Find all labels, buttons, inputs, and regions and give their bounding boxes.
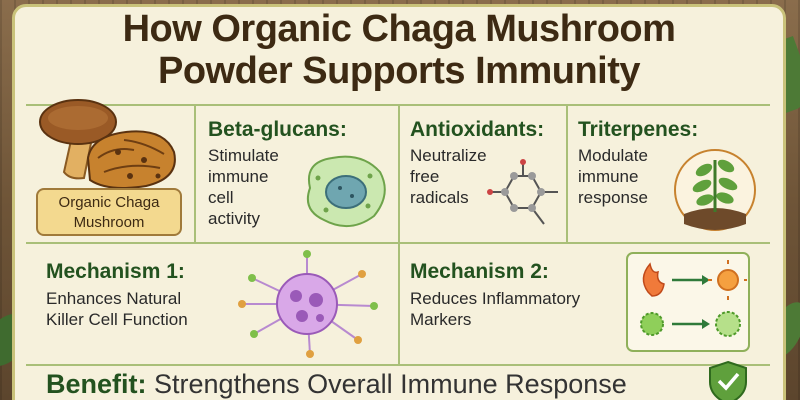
chaga-label: Organic Chaga Mushroom: [36, 188, 182, 236]
antioxidants-line: Neutralize: [410, 146, 487, 165]
killer-cell-icon: [238, 250, 378, 358]
divider-v-1: [194, 104, 196, 242]
beta-glucans-line: Stimulate: [208, 146, 279, 165]
mushroom-icon: [39, 99, 176, 189]
chaga-label-line-2: Mushroom: [73, 214, 145, 231]
triterpenes-heading: Triterpenes:: [578, 118, 699, 141]
mechanism-1-line: Enhances Natural: [46, 289, 182, 308]
beta-glucans-line: activity: [208, 209, 260, 228]
mechanism-2-heading: Mechanism 2:: [410, 260, 549, 283]
benefit-statement: Benefit: Strengthens Overall Immune Resp…: [46, 368, 627, 400]
beta-glucans-heading: Beta-glucans:: [208, 118, 347, 141]
beta-glucans-text: Stimulate immune cell activity: [208, 145, 279, 229]
mechanism-1-line: Killer Cell Function: [46, 310, 188, 329]
antioxidants-line: radicals: [410, 188, 469, 207]
beta-glucans-line: immune: [208, 167, 269, 186]
benefit-text: Strengthens Overall Immune Response: [154, 369, 627, 399]
triterpenes-line: Modulate: [578, 146, 648, 165]
cell-icon: [306, 155, 386, 227]
inflammation-icon: [626, 252, 750, 352]
mechanism-2-text: Reduces Inflammatory Markers: [410, 288, 580, 330]
antioxidants-heading: Antioxidants:: [410, 118, 545, 141]
sprout-icon: [674, 149, 756, 231]
chaga-label-line-1: Organic Chaga: [58, 194, 160, 211]
triterpenes-text: Modulate immune response: [578, 145, 648, 208]
antioxidants-text: Neutralize free radicals: [410, 145, 487, 208]
mechanism-1-text: Enhances Natural Killer Cell Function: [46, 288, 188, 330]
triterpenes-line: immune: [578, 167, 639, 186]
divider-v-3: [566, 104, 568, 242]
benefit-label: Benefit:: [46, 369, 147, 399]
antioxidants-line: free: [410, 167, 440, 186]
mechanism-2-line: Reduces Inflammatory: [410, 289, 581, 308]
title-line-1: How Organic Chaga Mushroom: [122, 8, 676, 50]
shield-check-icon: [709, 360, 747, 400]
title-line-2: Powder Supports Immunity: [157, 50, 641, 92]
page-title: How Organic Chaga Mushroom Powder Suppor…: [12, 8, 786, 92]
beta-glucans-line: cell: [208, 188, 234, 207]
molecule-icon: [487, 159, 558, 225]
triterpenes-line: response: [578, 188, 648, 207]
mechanism-1-heading: Mechanism 1:: [46, 260, 185, 283]
divider-v-2: [398, 104, 400, 364]
divider-h-bottom: [26, 364, 770, 366]
mechanism-2-line: Markers: [410, 310, 472, 329]
